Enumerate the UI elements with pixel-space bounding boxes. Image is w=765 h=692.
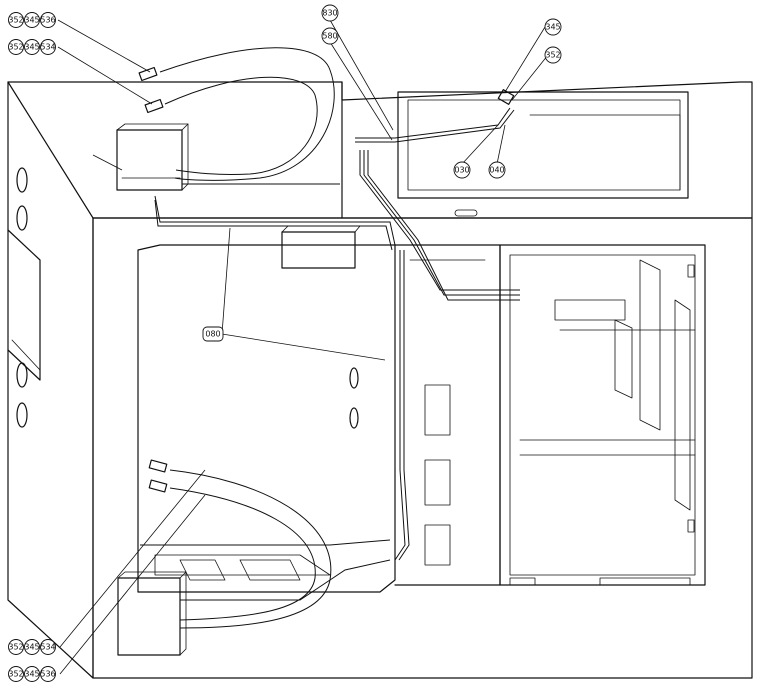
svg-text:030: 030: [454, 166, 469, 175]
machine-frame: [7, 81, 753, 679]
callout-group-top-left-2: 352 345 534: [8, 39, 56, 55]
connector-top-1: [138, 66, 158, 82]
callout-580: 580: [321, 27, 339, 45]
callout-040: 040: [488, 161, 506, 179]
cable-bundle-bottom: [140, 469, 391, 629]
cable-bundle-top: [154, 47, 396, 251]
svg-text:580: 580: [322, 32, 337, 41]
callout-345: 345: [544, 18, 562, 36]
svg-text:080: 080: [205, 330, 220, 339]
callout-group-bottom-left-2: 352 345 536: [8, 666, 56, 682]
connector-top-2: [144, 98, 164, 114]
callout-label: 352: [8, 16, 23, 25]
callout-830: 830: [321, 4, 339, 22]
callout-label: 345: [24, 670, 39, 679]
callout-label: 345: [24, 43, 39, 52]
svg-text:345: 345: [545, 23, 560, 32]
callout-label: 352: [8, 43, 23, 52]
leader-lines: [57, 19, 549, 675]
svg-text:040: 040: [489, 166, 504, 175]
callout-group-top-left-1: 352 345 536: [8, 12, 56, 28]
connector-345: [497, 89, 515, 105]
callout-label: 534: [40, 43, 55, 52]
control-box-center: [281, 225, 361, 269]
callout-label: 536: [40, 670, 55, 679]
svg-text:830: 830: [322, 9, 337, 18]
svg-text:352: 352: [545, 51, 560, 60]
callout-label: 352: [8, 643, 23, 652]
cable-route-center: [355, 107, 520, 561]
callout-label: 345: [24, 643, 39, 652]
callout-080: 080: [202, 326, 224, 342]
connector-bottom-1: [148, 459, 168, 473]
control-box-top: [116, 123, 189, 191]
callout-label: 345: [24, 16, 39, 25]
callout-group-bottom-left-1: 352 345 534: [8, 639, 56, 655]
control-box-bottom: [117, 571, 187, 656]
callout-label: 536: [40, 16, 55, 25]
callout-label: 352: [8, 670, 23, 679]
callout-label: 534: [40, 643, 55, 652]
callout-352: 352: [544, 46, 562, 64]
connector-bottom-2: [148, 479, 168, 493]
callout-030: 030: [453, 161, 471, 179]
